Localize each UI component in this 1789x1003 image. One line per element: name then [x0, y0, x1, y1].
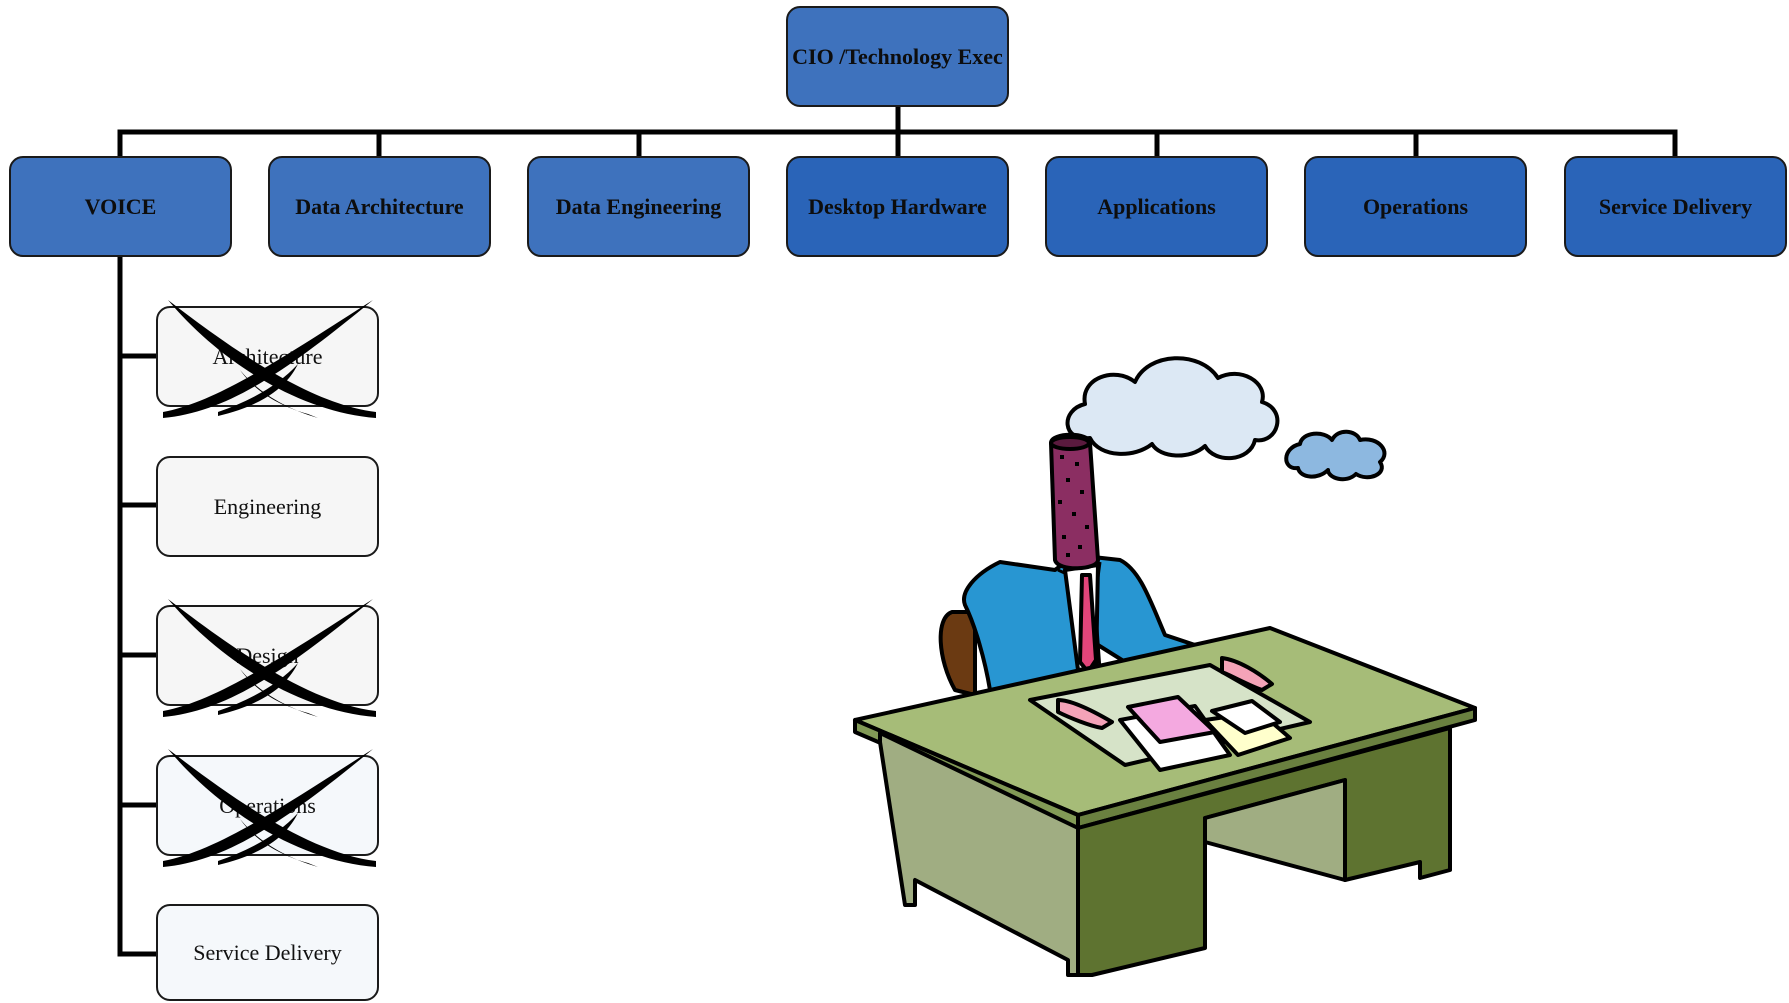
- subunit-label: Service Delivery: [193, 939, 342, 965]
- department-node-applications[interactable]: Applications: [1045, 156, 1268, 257]
- subunit-label: Engineering: [213, 493, 322, 519]
- subunit-node-architecture[interactable]: Architecture: [156, 300, 379, 418]
- department-node-data-architecture[interactable]: Data Architecture: [268, 156, 491, 257]
- chair-icon: [938, 610, 977, 697]
- subunit-node-engineering[interactable]: Engineering: [156, 456, 379, 557]
- cross-out-icon: [163, 599, 376, 717]
- subunit-node-service-delivery[interactable]: Service Delivery: [156, 904, 379, 1001]
- department-label: Data Engineering: [555, 193, 722, 219]
- cross-out-icon: [163, 749, 376, 867]
- department-node-operations[interactable]: Operations: [1304, 156, 1527, 257]
- paper-sheet-small-icon: [1210, 699, 1282, 735]
- department-label: Service Delivery: [1598, 193, 1753, 219]
- department-node-service-delivery[interactable]: Service Delivery: [1564, 156, 1787, 257]
- subunit-node-operations[interactable]: Operations: [156, 749, 379, 867]
- department-label: Desktop Hardware: [808, 193, 987, 219]
- department-label: VOICE: [84, 193, 157, 219]
- department-node-voice[interactable]: VOICE: [9, 156, 232, 257]
- department-label: Operations: [1362, 193, 1469, 219]
- hand-right-icon: [1220, 656, 1274, 692]
- department-node-data-engineering[interactable]: Data Engineering: [527, 156, 750, 257]
- executive-at-desk-with-smokestack-head-icon: [853, 356, 1477, 977]
- smoke-cloud-small-icon: [1284, 429, 1387, 482]
- department-label: Data Architecture: [295, 193, 464, 219]
- smoke-cloud-large-icon: [1065, 356, 1280, 461]
- executive-node[interactable]: CIO /Technology Exec: [786, 6, 1009, 107]
- department-node-desktop-hardware[interactable]: Desktop Hardware: [786, 156, 1009, 257]
- cross-out-icon: [163, 300, 376, 418]
- desk-kneehole-icon: [1203, 778, 1347, 882]
- hand-left-icon: [1056, 698, 1114, 730]
- executive-label: CIO /Technology Exec: [792, 43, 1003, 69]
- department-label: Applications: [1097, 193, 1216, 219]
- subunit-node-design[interactable]: Design: [156, 599, 379, 717]
